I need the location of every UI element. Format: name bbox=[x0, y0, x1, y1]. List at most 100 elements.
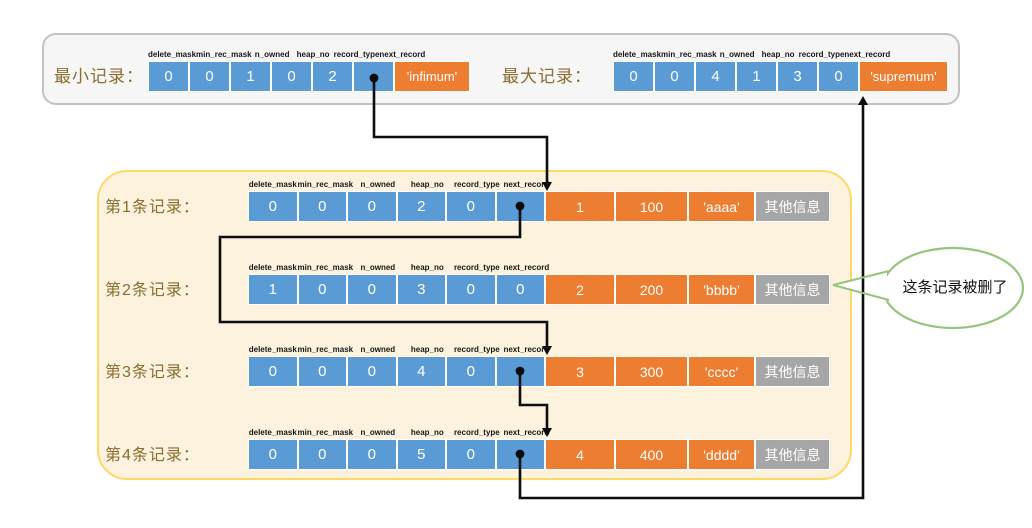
value-cell: 0 bbox=[446, 274, 496, 305]
data-cell: 4 bbox=[545, 439, 615, 470]
next-record-pointer-cell bbox=[353, 61, 394, 92]
value-cell: 3 bbox=[396, 274, 446, 305]
min-record-label: 最小记录： bbox=[54, 67, 144, 86]
record-name-cell: 'infimum' bbox=[394, 61, 470, 92]
data-cell: 100 bbox=[615, 191, 688, 222]
value-cell: 1 bbox=[248, 274, 298, 305]
value-cell: 0 bbox=[446, 356, 496, 387]
field-label: delete_mask bbox=[148, 50, 197, 59]
value-cell: 0 bbox=[297, 274, 347, 305]
field-label: heap_no bbox=[410, 180, 444, 189]
value-cell: 4 bbox=[695, 61, 736, 92]
field-label: min_rec_mask bbox=[297, 263, 354, 272]
record-name-cell: 'supremum' bbox=[859, 61, 948, 92]
data-cell: 'cccc' bbox=[688, 356, 755, 387]
value-cell: 0 bbox=[248, 439, 298, 470]
data-cell: 'bbbb' bbox=[688, 274, 755, 305]
next-record-pointer-cell bbox=[495, 356, 545, 387]
record-4-table: delete_mask min_rec_mask n_owned heap_no… bbox=[248, 425, 830, 470]
other-info-cell: 其他信息 bbox=[755, 274, 830, 305]
cell-row: 0 0 4 1 3 0 'supremum' bbox=[613, 61, 948, 92]
value-cell: 2 bbox=[396, 191, 446, 222]
field-label: delete_mask bbox=[248, 428, 297, 437]
callout-text: 这条记录被删了 bbox=[902, 279, 1008, 296]
record-2-label: 第2条记录： bbox=[105, 282, 200, 299]
next-record-pointer-cell bbox=[495, 439, 545, 470]
field-label: n_owned bbox=[360, 428, 396, 437]
data-cell: 'aaaa' bbox=[688, 191, 755, 222]
field-label: delete_mask bbox=[248, 180, 297, 189]
other-info-cell: 其他信息 bbox=[755, 191, 830, 222]
value-cell: 0 bbox=[446, 191, 496, 222]
field-label: min_rec_mask bbox=[297, 180, 354, 189]
field-label: heap_no bbox=[410, 428, 444, 437]
field-label-row: delete_mask min_rec_mask n_owned heap_no… bbox=[248, 177, 830, 189]
value-cell: 4 bbox=[396, 356, 446, 387]
value-cell: 0 bbox=[297, 191, 347, 222]
field-label: next_record bbox=[503, 263, 550, 272]
value-cell: 0 bbox=[446, 439, 496, 470]
value-cell: 0 bbox=[347, 191, 397, 222]
value-cell: 1 bbox=[230, 61, 271, 92]
field-label: next_record bbox=[503, 345, 550, 354]
data-cell: 200 bbox=[615, 274, 688, 305]
data-cell: 1 bbox=[545, 191, 615, 222]
record-1-table: delete_mask min_rec_mask n_owned heap_no… bbox=[248, 177, 830, 222]
value-cell: 0 bbox=[347, 356, 397, 387]
record-3-label: 第3条记录： bbox=[105, 364, 200, 381]
cell-row: 0 0 0 4 0 3 300 'cccc' 其他信息 bbox=[248, 356, 830, 387]
field-label: heap_no bbox=[410, 345, 444, 354]
value-cell: 0 bbox=[654, 61, 695, 92]
value-cell: 0 bbox=[248, 356, 298, 387]
field-label: next_record bbox=[503, 428, 550, 437]
other-info-cell: 其他信息 bbox=[755, 356, 830, 387]
value-cell: 0 bbox=[189, 61, 230, 92]
cell-row: 1 0 0 3 0 0 2 200 'bbbb' 其他信息 bbox=[248, 274, 830, 305]
field-label: n_owned bbox=[719, 50, 755, 59]
cell-row: 0 0 0 5 0 4 400 'dddd' 其他信息 bbox=[248, 439, 830, 470]
field-label: next_record bbox=[379, 50, 426, 59]
value-cell: 3 bbox=[777, 61, 818, 92]
value-cell: 1 bbox=[736, 61, 777, 92]
other-info-cell: 其他信息 bbox=[755, 439, 830, 470]
data-cell: 'dddd' bbox=[688, 439, 755, 470]
value-cell: 0 bbox=[347, 439, 397, 470]
field-label: next_record bbox=[844, 50, 891, 59]
data-cell: 400 bbox=[615, 439, 688, 470]
field-label-row: delete_mask min_rec_mask n_owned heap_no… bbox=[248, 342, 830, 354]
field-label: min_rec_mask bbox=[661, 50, 717, 59]
record-4-label: 第4条记录： bbox=[105, 447, 200, 464]
field-label: delete_mask bbox=[248, 345, 297, 354]
field-label: heap_no bbox=[296, 50, 330, 59]
record-2-table: delete_mask min_rec_mask n_owned heap_no… bbox=[248, 260, 830, 305]
field-label: min_rec_mask bbox=[297, 428, 354, 437]
field-label: heap_no bbox=[761, 50, 795, 59]
field-label: delete_mask bbox=[248, 263, 297, 272]
field-label: heap_no bbox=[410, 263, 444, 272]
cell-row: 0 0 0 2 0 1 100 'aaaa' 其他信息 bbox=[248, 191, 830, 222]
value-cell: 0 bbox=[248, 191, 298, 222]
field-label: n_owned bbox=[360, 180, 396, 189]
data-cell: 2 bbox=[545, 274, 615, 305]
supremum-record-table: delete_mask min_rec_mask n_owned heap_no… bbox=[613, 47, 948, 92]
field-label: record_type bbox=[453, 428, 500, 437]
record-3-table: delete_mask min_rec_mask n_owned heap_no… bbox=[248, 342, 830, 387]
value-cell: 0 bbox=[148, 61, 189, 92]
field-label-row: delete_mask min_rec_mask n_owned heap_no… bbox=[613, 47, 948, 59]
next-record-pointer-cell bbox=[495, 191, 545, 222]
value-cell: 0 bbox=[297, 356, 347, 387]
max-record-label: 最大记录： bbox=[502, 67, 592, 86]
field-label: record_type bbox=[333, 50, 380, 59]
value-cell: 0 bbox=[613, 61, 654, 92]
field-label: n_owned bbox=[254, 50, 290, 59]
field-label: min_rec_mask bbox=[297, 345, 354, 354]
value-cell: 0 bbox=[297, 439, 347, 470]
field-label: delete_mask bbox=[613, 50, 662, 59]
value-cell: 0 bbox=[347, 274, 397, 305]
field-label: n_owned bbox=[360, 345, 396, 354]
field-label: record_type bbox=[798, 50, 845, 59]
data-cell: 3 bbox=[545, 356, 615, 387]
next-record-pointer-cell: 0 bbox=[495, 274, 545, 305]
cell-row: 0 0 1 0 2 'infimum' bbox=[148, 61, 470, 92]
